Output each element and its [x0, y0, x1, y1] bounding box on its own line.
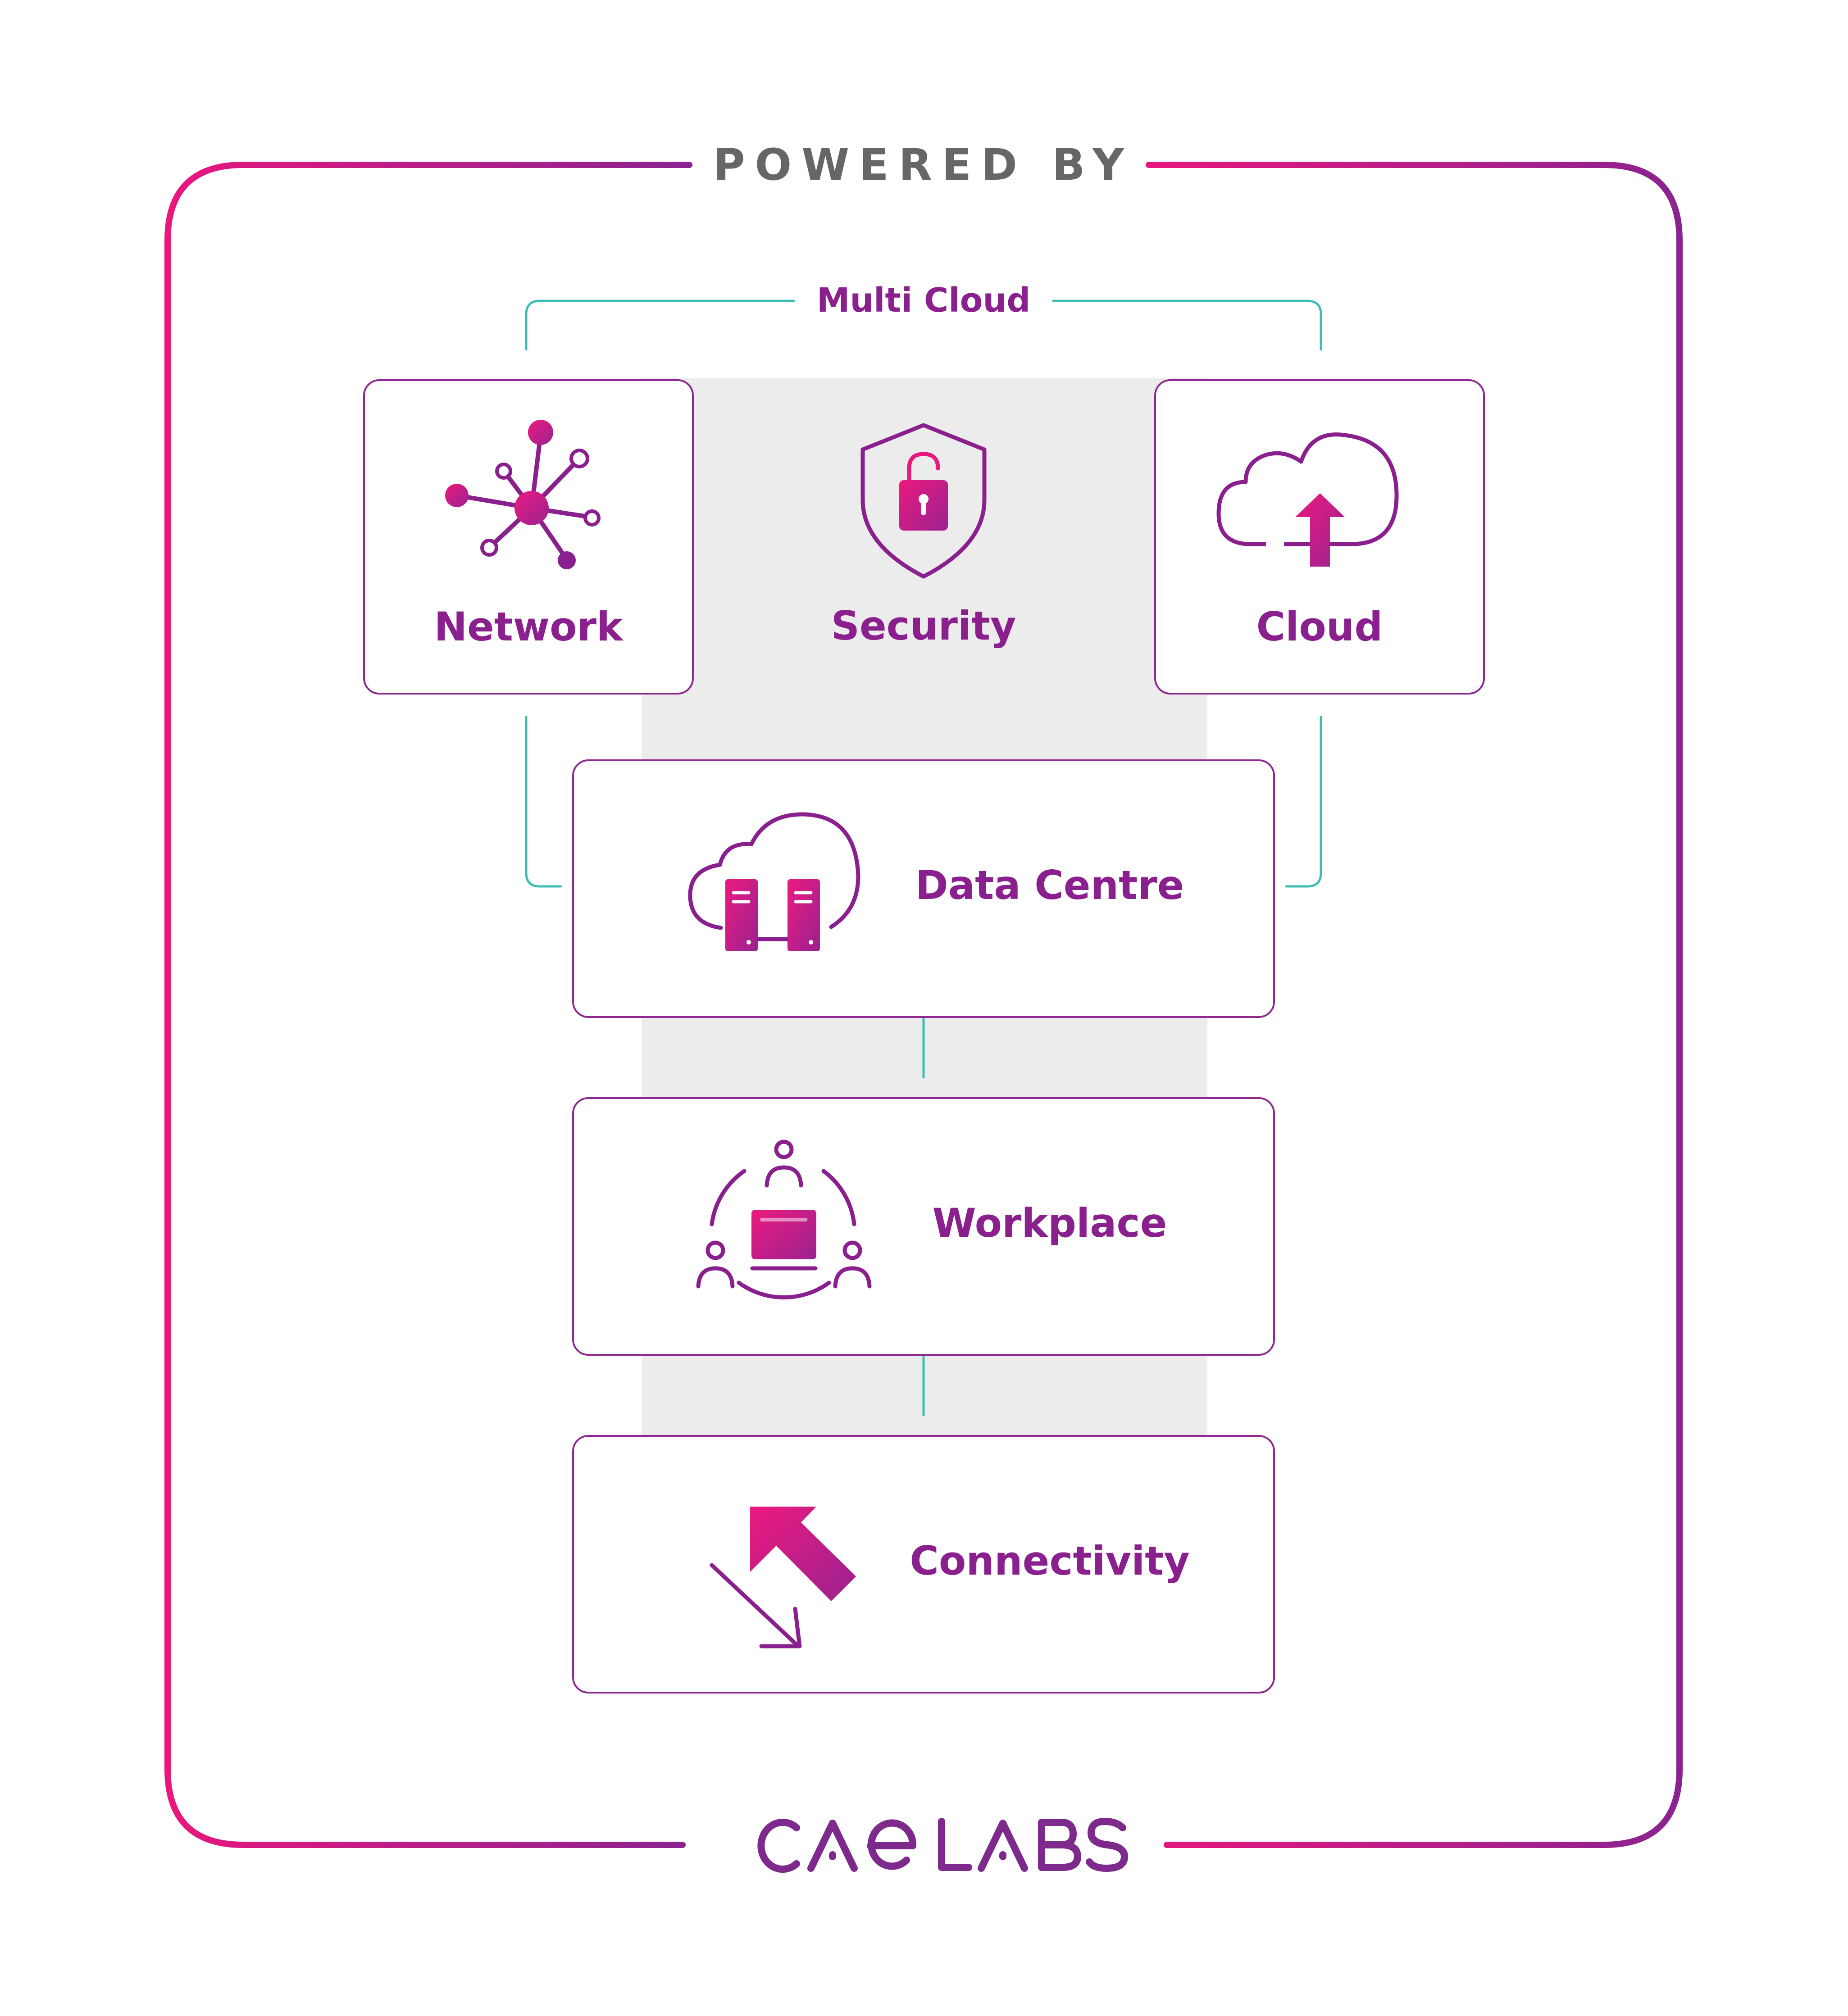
workplace-card[interactable]: [572, 1097, 1275, 1356]
workplace-label: Workplace: [932, 1200, 1167, 1246]
powered-by-heading: POWERED BY: [713, 140, 1134, 190]
connectivity-label: Connectivity: [910, 1538, 1190, 1584]
data-centre-label: Data Centre: [915, 862, 1184, 908]
outer-frame: [164, 162, 1683, 1848]
cloud-label: Cloud: [1256, 604, 1383, 650]
cae-labs-logo: [757, 1818, 1128, 1873]
connectivity-card[interactable]: [572, 1435, 1275, 1694]
security-label[interactable]: Security: [831, 603, 1016, 649]
multi-cloud-bracket: [525, 300, 1322, 1417]
network-label: Network: [434, 604, 623, 650]
multi-cloud-label: Multi Cloud: [816, 281, 1031, 320]
